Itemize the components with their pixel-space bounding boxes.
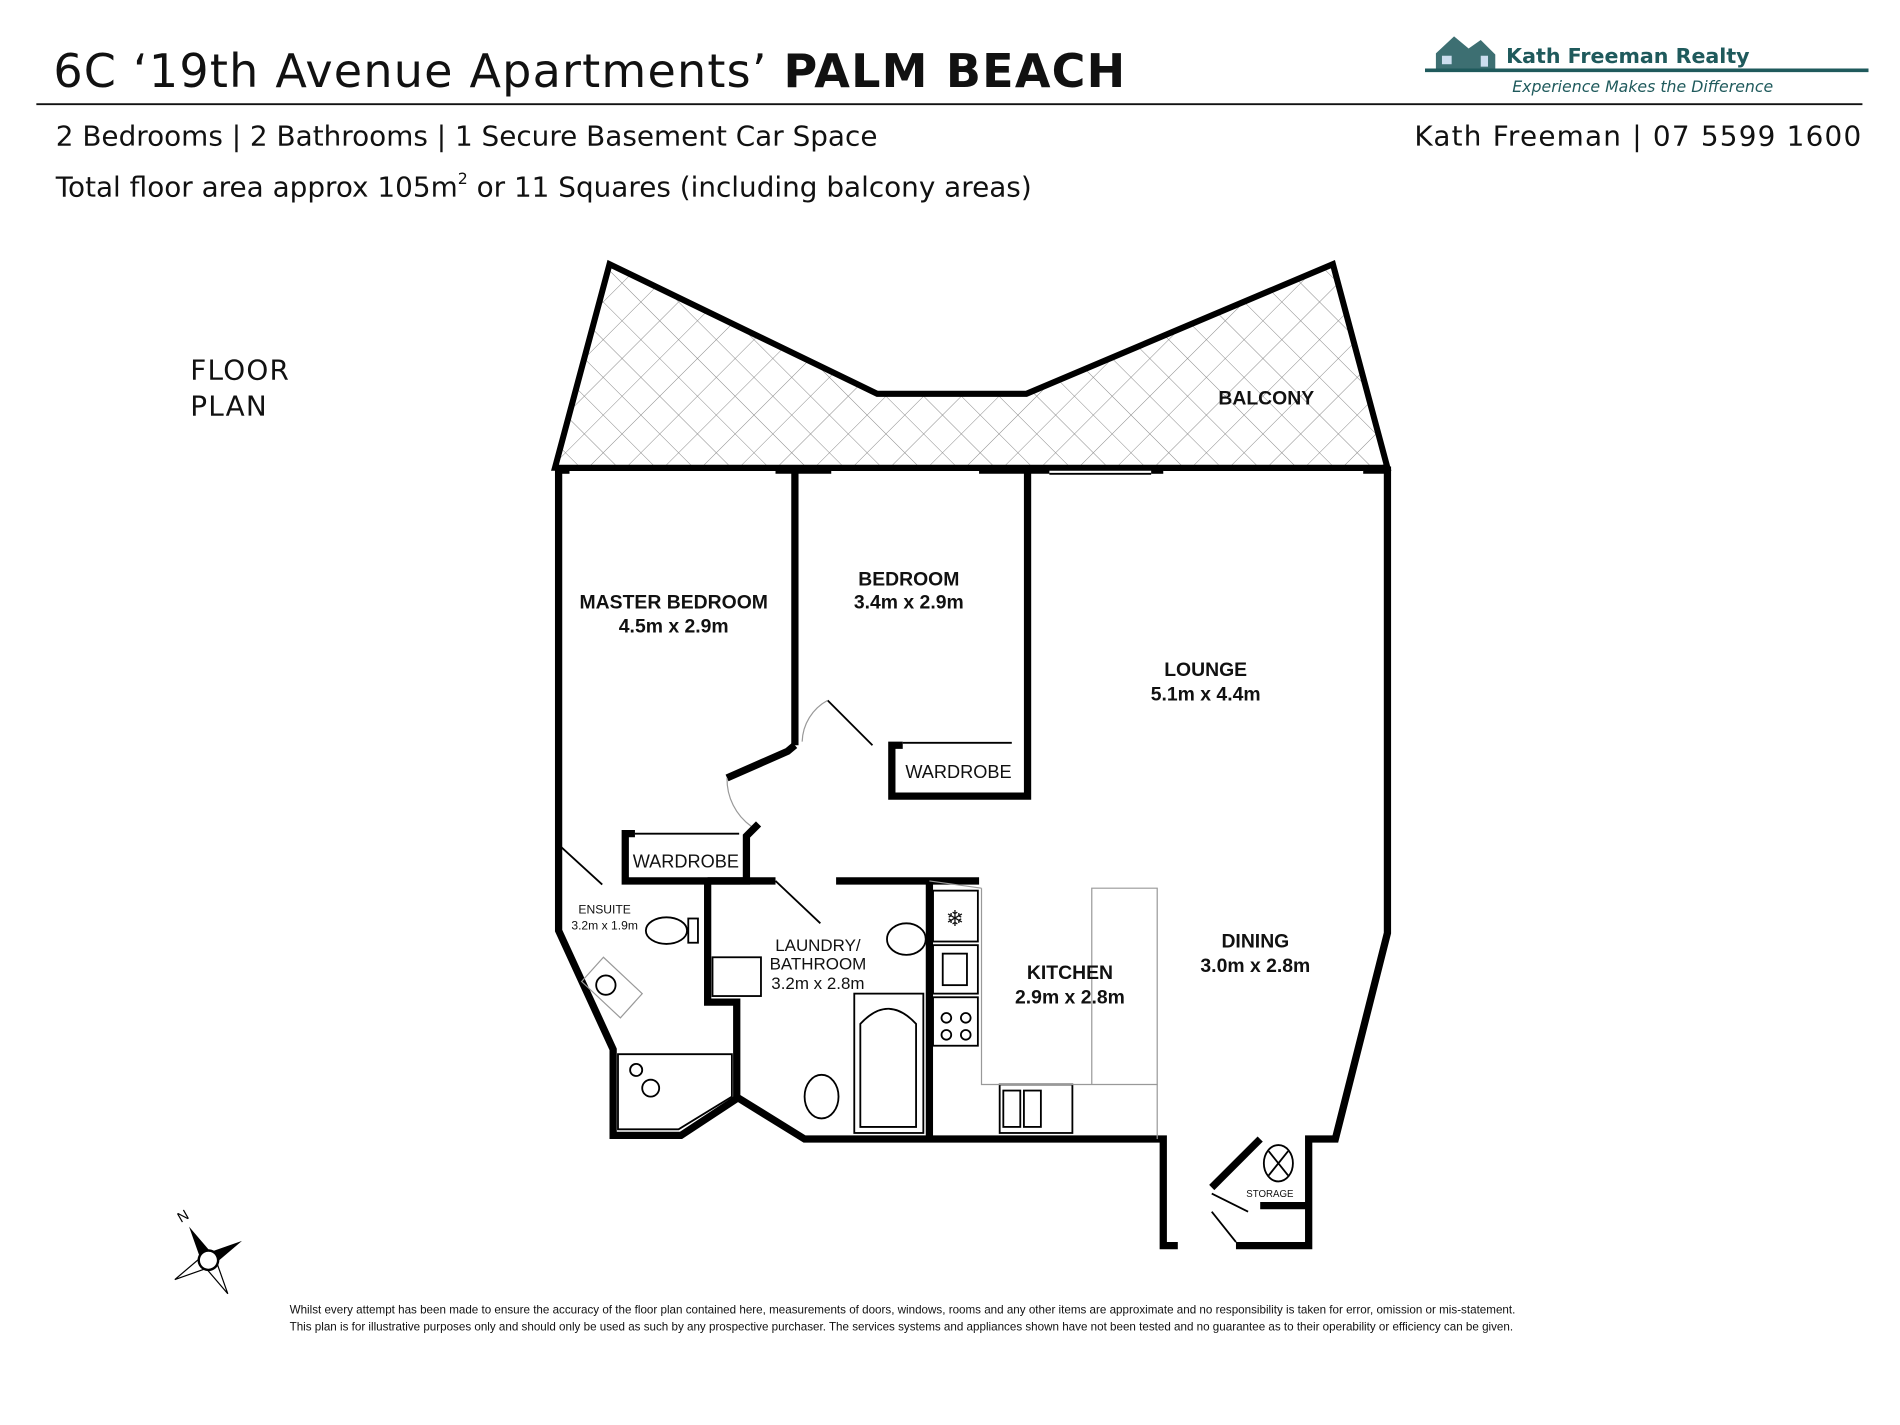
contact-text: Kath Freeman | 07 5599 1600: [1414, 119, 1862, 152]
area-text: Total floor area approx 105m2 or 11 Squa…: [55, 169, 1032, 203]
master-bedroom-size: 4.5m x 2.9m: [619, 616, 729, 638]
wardrobe-master-label: WARDROBE: [633, 852, 739, 872]
kitchen-size: 2.9m x 2.8m: [1015, 986, 1125, 1008]
bathroom-label: BATHROOM: [770, 954, 867, 973]
disclaimer-line-2: This plan is for illustrative purposes o…: [290, 1320, 1514, 1333]
kitchen-label: KITCHEN: [1027, 962, 1113, 984]
ensuite-label: ENSUITE: [578, 903, 630, 917]
svg-text:Experience Makes the Differenc: Experience Makes the Difference: [1512, 77, 1773, 96]
storage-label: STORAGE: [1246, 1189, 1294, 1200]
svg-text:N: N: [175, 1207, 192, 1226]
floor-plan-label-2: PLAN: [190, 390, 268, 423]
disclaimer-line-1: Whilst every attempt has been made to en…: [290, 1304, 1516, 1317]
laundry-label: LAUNDRY/: [775, 936, 861, 955]
bedroom-label: BEDROOM: [858, 568, 959, 590]
fridge-snowflake-icon: ❄: [946, 906, 964, 931]
svg-text:Kath Freeman Realty: Kath Freeman Realty: [1506, 44, 1750, 68]
lounge-size: 5.1m x 4.4m: [1151, 683, 1261, 705]
features-text: 2 Bedrooms | 2 Bathrooms | 1 Secure Base…: [56, 119, 878, 152]
balcony-label: BALCONY: [1218, 388, 1314, 410]
wardrobe-bedroom-label: WARDROBE: [905, 762, 1011, 782]
floor-plan-label: FLOOR: [190, 353, 290, 386]
house-icon: [1435, 36, 1496, 71]
master-bedroom-label: MASTER BEDROOM: [580, 591, 768, 613]
laundry-size: 3.2m x 2.8m: [771, 974, 864, 993]
balcony-area: [551, 259, 1392, 471]
realty-logo: Kath Freeman Realty Experience Makes the…: [1425, 36, 1869, 96]
ensuite-size: 3.2m x 1.9m: [571, 918, 638, 932]
dining-size: 3.0m x 2.8m: [1200, 955, 1310, 977]
lounge-label: LOUNGE: [1164, 659, 1247, 681]
page-title: 6C ‘19th Avenue Apartments’ PALM BEACH: [53, 44, 1126, 98]
walls: ❄: [554, 466, 1392, 1250]
compass-icon: N: [174, 1207, 242, 1295]
dining-label: DINING: [1221, 931, 1289, 953]
bedroom-size: 3.4m x 2.9m: [854, 591, 964, 613]
